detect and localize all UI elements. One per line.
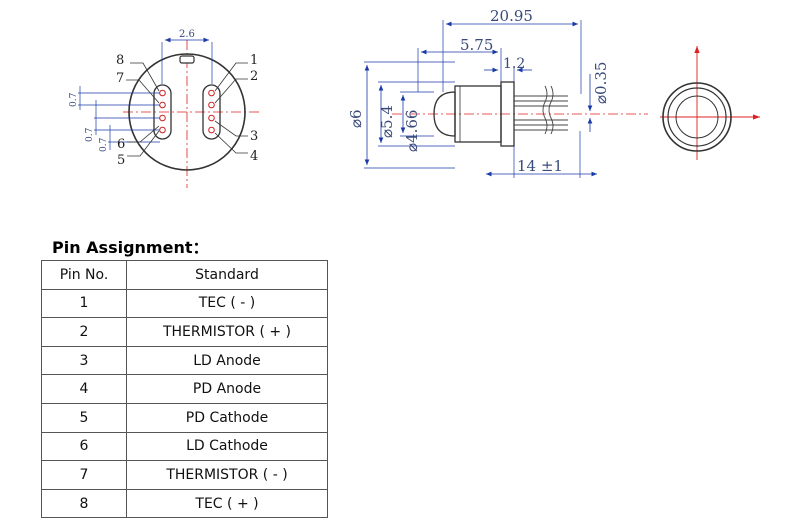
pin-function-cell: PD Cathode	[126, 402, 328, 433]
dim-diameter-cap: ⌀4.66	[403, 110, 421, 152]
front-view: 2.6 0.7 0.7 0.7 8 7 6 5	[69, 29, 262, 188]
pin-number-6: 6	[117, 137, 125, 152]
laser-cap	[433, 91, 456, 137]
dim-total-length: 20.95	[490, 7, 533, 25]
dim-pin-spacing: 2.6	[179, 29, 195, 40]
pin-function-cell: PD Anode	[126, 374, 328, 404]
dim-pitch-1: 0.7	[69, 92, 79, 107]
pin-number-cell: 7	[41, 460, 127, 490]
key-notch	[179, 55, 195, 64]
technical-drawing: 2.6 0.7 0.7 0.7 8 7 6 5	[69, 7, 760, 188]
dim-lead-diameter: ⌀0.35	[592, 62, 610, 104]
table-header-row: Pin No. Standard	[41, 260, 328, 290]
side-view: 20.95 5.75 1.2 14 ±1 ⌀6 ⌀5.4 ⌀4.66 ⌀0.35	[347, 7, 648, 178]
pin-number-cell: 8	[41, 488, 127, 519]
pin-function-cell: THERMISTOR ( - )	[126, 460, 328, 490]
flange	[500, 81, 515, 147]
leads	[514, 95, 568, 131]
header-standard: Standard	[126, 260, 328, 290]
dim-diameter-mid: ⌀5.4	[378, 105, 396, 138]
header-outline	[128, 53, 246, 171]
header-pin-no: Pin No.	[41, 260, 127, 290]
dim-lead-length: 14 ±1	[517, 157, 563, 175]
pin-number-cell: 4	[41, 374, 127, 404]
pin-number-cell: 3	[41, 345, 127, 376]
pin-number-2: 2	[250, 69, 258, 84]
dim-pitch-2: 0.7	[85, 127, 95, 142]
pin-number-1: 1	[250, 53, 258, 68]
pin-number-cell: 2	[41, 317, 127, 347]
pin-number-3: 3	[250, 129, 258, 144]
dim-cap-length: 1.2	[503, 56, 525, 72]
dim-body-length: 5.75	[460, 36, 493, 54]
pin-number-cell: 6	[41, 431, 127, 462]
end-view	[660, 46, 760, 160]
pin-number-4: 4	[250, 149, 258, 164]
pin-number-cell: 1	[41, 288, 127, 319]
pin-number-5: 5	[117, 153, 125, 168]
pin-number-cell: 5	[41, 402, 127, 433]
left-pin-slot	[153, 84, 172, 140]
dim-diameter-outer: ⌀6	[347, 109, 365, 128]
pin-function-cell: LD Cathode	[126, 431, 328, 462]
pin-function-cell: TEC ( + )	[126, 488, 328, 519]
dim-pitch-3: 0.7	[99, 137, 109, 152]
pin-function-cell: TEC ( - )	[126, 288, 328, 319]
pin-function-cell: THERMISTOR ( + )	[126, 317, 328, 347]
pin-number-7: 7	[116, 71, 124, 86]
pin-assignment-title: Pin Assignment：	[52, 238, 209, 257]
right-pin-slot	[202, 84, 221, 140]
pin-function-cell: LD Anode	[126, 345, 328, 376]
pin-number-8: 8	[116, 53, 124, 68]
